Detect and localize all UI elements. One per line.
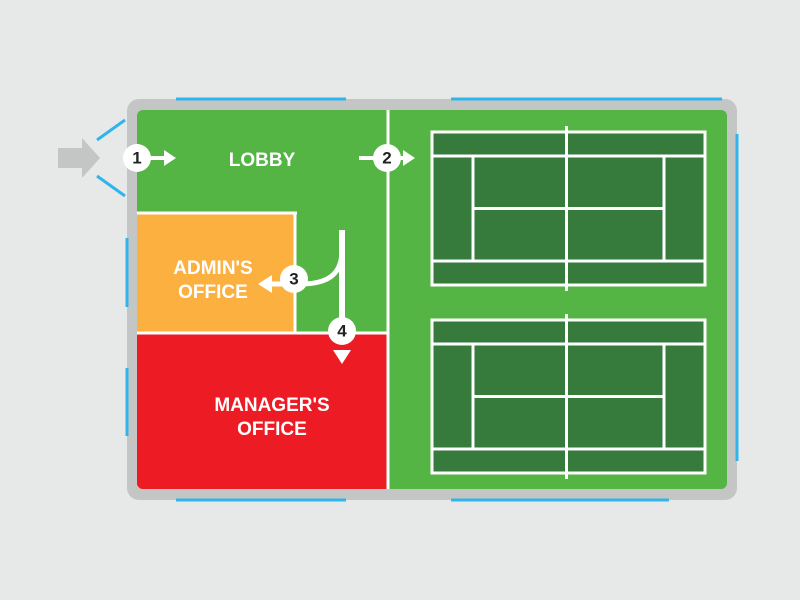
- marker-4-label: 4: [337, 322, 347, 341]
- marker-3[interactable]: 3: [280, 265, 308, 293]
- windows: [125, 97, 739, 502]
- route-arrow-1: [150, 150, 176, 166]
- manager-office-label-line2: OFFICE: [237, 419, 307, 440]
- entry-arrow-icon: [58, 138, 100, 178]
- admin-office[interactable]: [137, 213, 295, 333]
- marker-1[interactable]: 1: [123, 144, 151, 172]
- route-arrow-4: [333, 350, 351, 364]
- marker-2[interactable]: 2: [373, 144, 401, 172]
- admin-office-label-line2: OFFICE: [178, 282, 248, 303]
- admin-office-label-line1: ADMIN'S: [173, 258, 252, 279]
- tennis-court-icon: [430, 126, 707, 291]
- manager-office[interactable]: [137, 334, 387, 489]
- marker-3-label: 3: [289, 270, 298, 289]
- marker-4[interactable]: 4: [328, 317, 356, 345]
- lobby-label: LOBBY: [229, 150, 296, 171]
- marker-1-label: 1: [132, 149, 141, 168]
- entry-door[interactable]: [96, 118, 126, 198]
- tennis-courts: [430, 126, 707, 479]
- tennis-court-icon: [430, 314, 707, 479]
- marker-2-label: 2: [382, 149, 391, 168]
- manager-office-label-line1: MANAGER'S: [214, 395, 329, 416]
